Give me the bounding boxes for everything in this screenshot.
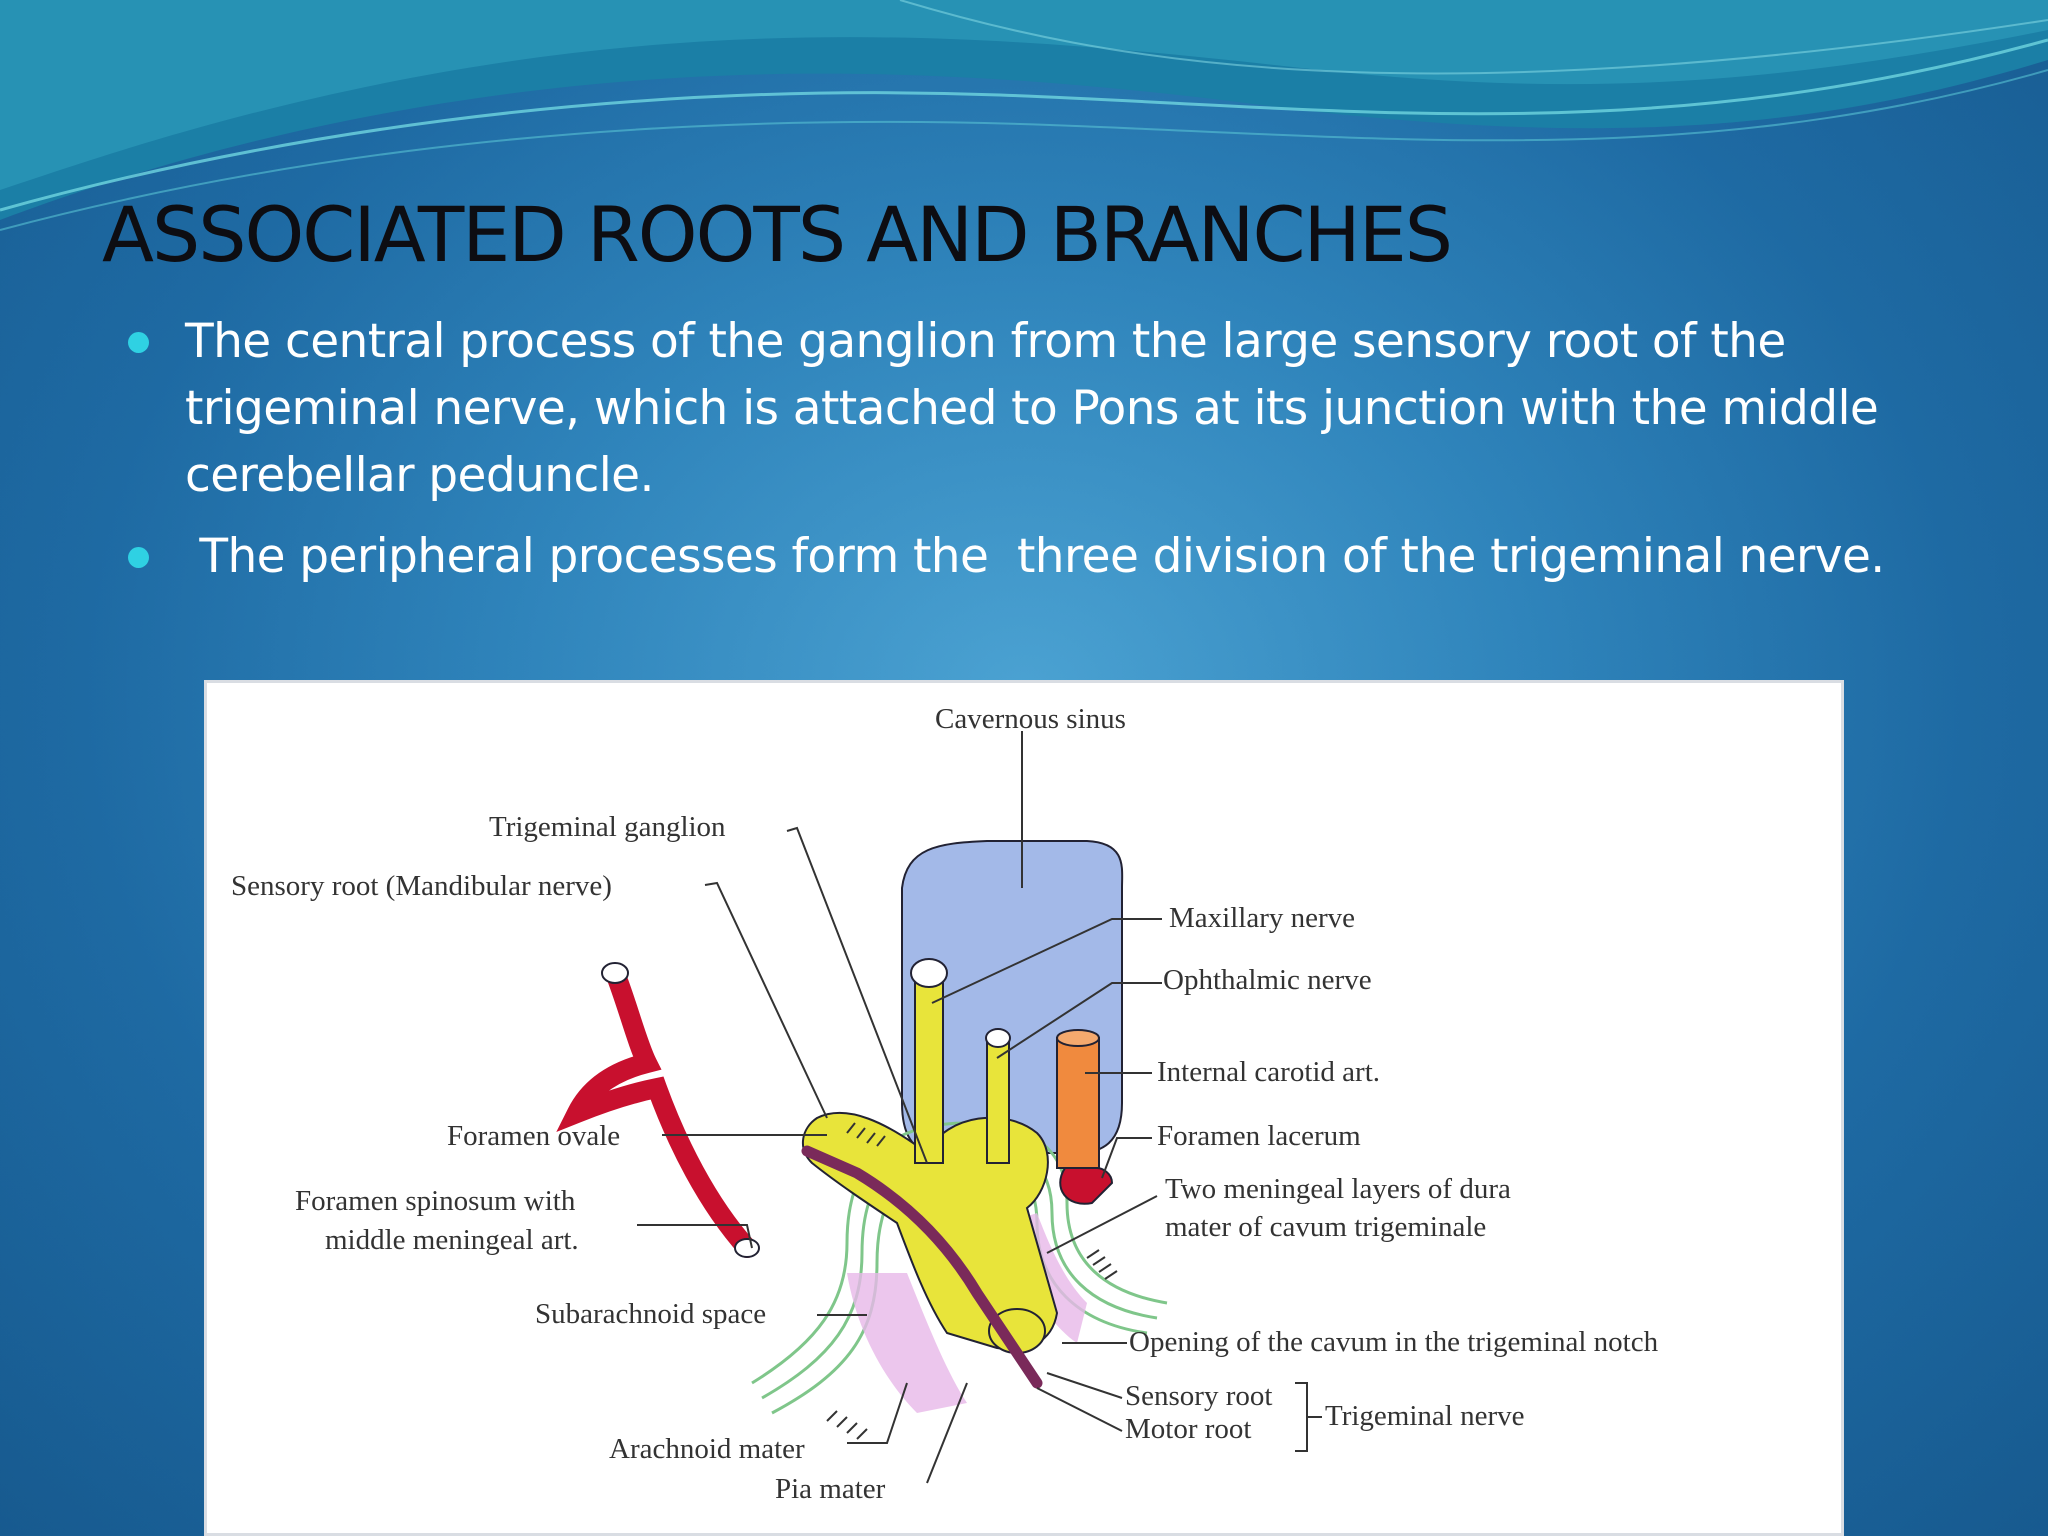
trigeminal-anatomy-figure: Cavernous sinus Trigeminal ganglion Sens… [204, 680, 1844, 1536]
label-foramen-lacerum: Foramen lacerum [1157, 1120, 1361, 1152]
label-arachnoid-mater: Arachnoid mater [609, 1433, 805, 1465]
label-foramen-spinosum-1: Foramen spinosum with [295, 1185, 576, 1217]
bullet-text: The central process of the ganglion from… [185, 314, 1879, 503]
label-two-meningeal-layers-2: mater of cavum trigeminale [1165, 1211, 1486, 1243]
bullet-list: The central process of the ganglion from… [128, 308, 2028, 604]
label-cavernous-sinus: Cavernous sinus [935, 703, 1126, 735]
header-wave-decoration [0, 0, 2048, 231]
bullet-item: The peripheral processes form the three … [128, 523, 2028, 590]
label-trigeminal-nerve: Trigeminal nerve [1325, 1400, 1524, 1432]
label-subarachnoid-space: Subarachnoid space [535, 1298, 766, 1330]
bullet-text: The peripheral processes form the three … [185, 529, 1885, 584]
label-foramen-spinosum-2: middle meningeal art. [325, 1224, 579, 1256]
label-opening-cavum: Opening of the cavum in the trigeminal n… [1129, 1326, 1659, 1358]
bullet-item: The central process of the ganglion from… [128, 308, 2028, 509]
label-internal-carotid: Internal carotid art. [1157, 1056, 1380, 1088]
label-sensory-root-mandibular: Sensory root (Mandibular nerve) [231, 870, 612, 902]
label-two-meningeal-layers-1: Two meningeal layers of dura [1165, 1173, 1511, 1205]
ophthalmic-nerve-trunk [914, 972, 944, 1164]
label-ophthalmic-nerve: Ophthalmic nerve [1163, 964, 1372, 996]
trigeminal-anatomy-diagram: Cavernous sinus Trigeminal ganglion Sens… [231, 703, 1659, 1505]
motor-root-shape [801, 1145, 1043, 1389]
label-motor-root: Motor root [1125, 1413, 1251, 1445]
label-trigeminal-ganglion: Trigeminal ganglion [489, 811, 726, 843]
slide-title: ASSOCIATED ROOTS AND BRANCHES [102, 190, 1453, 279]
label-maxillary-nerve: Maxillary nerve [1169, 902, 1355, 934]
bullet-dot-icon [128, 547, 149, 568]
pia-mater-region [847, 1273, 967, 1413]
leader-lines [637, 731, 1322, 1484]
label-sensory-root: Sensory root [1125, 1380, 1272, 1412]
bullet-dot-icon [128, 332, 149, 353]
middle-meningeal-artery [556, 963, 757, 1258]
label-pia-mater: Pia mater [775, 1473, 886, 1505]
dura-hatching [826, 1122, 1118, 1440]
internal-carotid-artery [1056, 1037, 1100, 1169]
label-foramen-ovale: Foramen ovale [447, 1120, 620, 1152]
